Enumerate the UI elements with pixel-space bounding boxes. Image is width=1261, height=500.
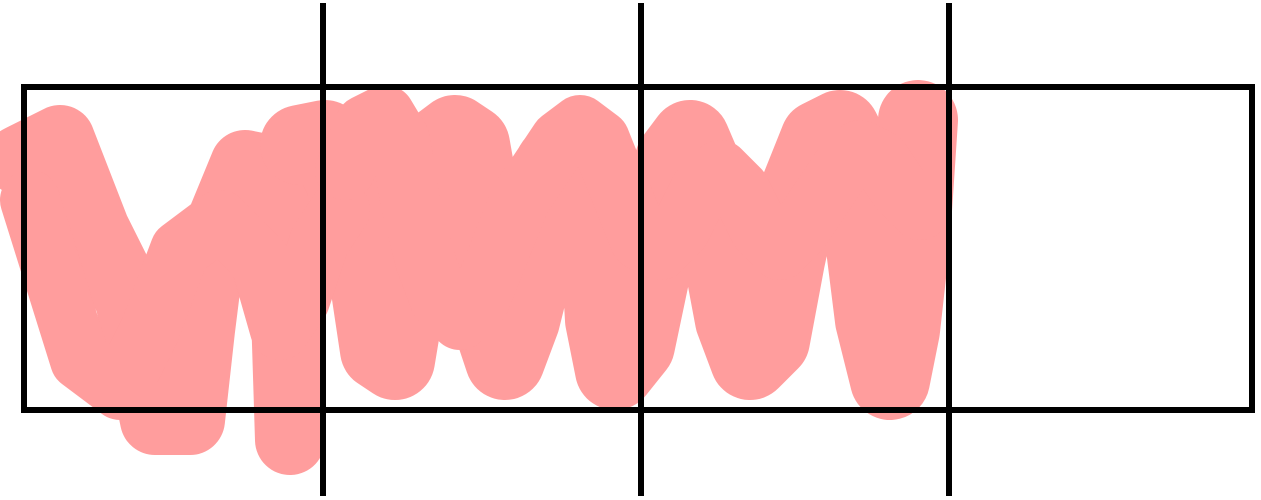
scribble-stroke-3 — [0, 170, 370, 420]
scribble-fill — [0, 80, 958, 475]
scribble-stroke-4 — [315, 85, 950, 350]
scribble-stroke-1 — [0, 105, 325, 475]
